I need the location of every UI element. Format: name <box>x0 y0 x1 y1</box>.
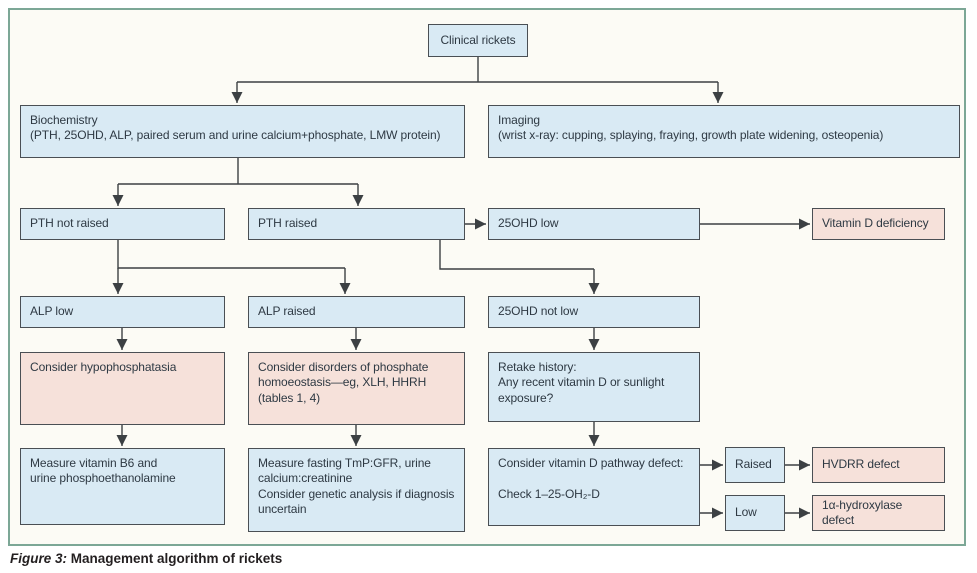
node-clinical-rickets: Clinical rickets <box>428 24 528 57</box>
node-biochemistry-detail: (PTH, 25OHD, ALP, paired serum and urine… <box>30 128 441 143</box>
node-pth-not-raised: PTH not raised <box>20 208 225 240</box>
node-hvdrr-defect: HVDRR defect <box>812 447 945 483</box>
node-25ohd-not-low: 25OHD not low <box>488 296 700 328</box>
node-measure-fasting: Measure fasting TmP:GFR, urine calcium:c… <box>248 448 465 532</box>
node-imaging-detail: (wrist x-ray: cupping, splaying, fraying… <box>498 128 884 143</box>
node-consider-hypophosphatasia: Consider hypophosphatasia <box>20 352 225 425</box>
node-vitamin-d-pathway-line2: Check 1–25-OH₂-D <box>498 487 600 502</box>
node-raised: Raised <box>725 447 785 483</box>
node-1a-hydroxylase-defect: 1α-hydroxylase defect <box>812 495 945 531</box>
node-measure-b6-line2: urine phosphoethanolamine <box>30 471 176 486</box>
node-measure-fasting-line2: Consider genetic analysis if diagnosis u… <box>258 486 455 517</box>
node-biochemistry: Biochemistry (PTH, 25OHD, ALP, paired se… <box>20 105 465 158</box>
figure-caption: Figure 3: Management algorithm of ricket… <box>10 551 282 566</box>
node-measure-b6-line1: Measure vitamin B6 and <box>30 456 158 470</box>
node-consider-phosphate-disorders: Consider disorders of phosphate homoeost… <box>248 352 465 425</box>
node-vitamin-d-deficiency: Vitamin D deficiency <box>812 208 945 240</box>
node-measure-b6: Measure vitamin B6 and urine phosphoetha… <box>20 448 225 525</box>
figure-caption-label: Figure 3: <box>10 551 68 566</box>
node-low: Low <box>725 495 785 531</box>
node-25ohd-low: 25OHD low <box>488 208 700 240</box>
node-imaging-title: Imaging <box>498 113 540 127</box>
node-retake-history-line1: Retake history: <box>498 360 577 374</box>
node-pth-raised: PTH raised <box>248 208 465 240</box>
node-measure-fasting-line1: Measure fasting TmP:GFR, urine calcium:c… <box>258 456 431 486</box>
node-alp-raised: ALP raised <box>248 296 465 328</box>
node-retake-history: Retake history: Any recent vitamin D or … <box>488 352 700 422</box>
node-biochemistry-title: Biochemistry <box>30 113 98 127</box>
node-vitamin-d-pathway-defect: Consider vitamin D pathway defect: Check… <box>488 448 700 526</box>
node-alp-low: ALP low <box>20 296 225 328</box>
node-retake-history-line2: Any recent vitamin D or sunlight exposur… <box>498 375 665 405</box>
node-vitamin-d-pathway-line1: Consider vitamin D pathway defect: <box>498 456 684 470</box>
node-imaging: Imaging (wrist x-ray: cupping, splaying,… <box>488 105 960 158</box>
figure-caption-title: Management algorithm of rickets <box>67 551 283 566</box>
